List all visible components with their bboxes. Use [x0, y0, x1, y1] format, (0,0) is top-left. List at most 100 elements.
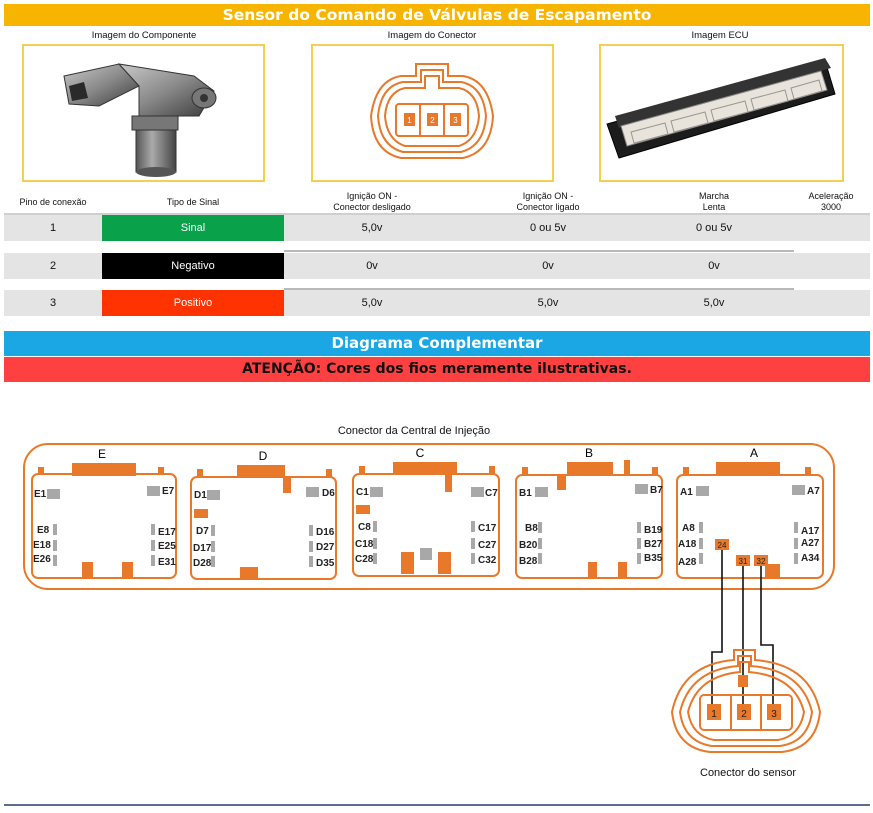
header-divider [4, 213, 870, 215]
connector-image: 1 2 3 [311, 44, 554, 182]
header-ign-on-line1: Ignição ON - [522, 191, 574, 201]
connector-block-a: A A1 A7 A8 A17 A18 A27 A28 A34 24 31 32 [676, 446, 824, 579]
pin-label: E25 [158, 541, 176, 552]
pin-label: C28 [355, 554, 374, 565]
pin-label: A7 [807, 486, 820, 497]
signal-badge-positivo: Positivo [102, 290, 284, 316]
signal-badge-negativo: Negativo [102, 253, 284, 279]
connector-image-caption: Imagem do Conector [387, 30, 477, 41]
pin-label: A17 [801, 526, 820, 537]
pin-label: B28 [519, 556, 538, 567]
pin-label: A18 [678, 539, 697, 550]
pin-label: A28 [678, 557, 697, 568]
pin-number: 1 [49, 222, 57, 234]
signal-badge-sinal: Sinal [102, 215, 284, 241]
header-idle: Marcha Lenta [636, 191, 792, 213]
pin-label: E26 [33, 554, 51, 565]
header-accel-line1: Aceleração [808, 191, 854, 201]
page-title: Sensor do Comando de Válvulas de Escapam… [4, 4, 870, 26]
block-letter: C [416, 446, 425, 460]
pin-label: B19 [644, 525, 663, 536]
sensor-connector-caption: Conector do sensor [700, 767, 796, 779]
ecu-image-caption: Imagem ECU [691, 30, 749, 41]
block-letter: E [98, 447, 106, 461]
connector-pin-label: 1 [407, 116, 412, 125]
connector-pin-label: 3 [453, 116, 458, 125]
ecu-image [599, 44, 844, 182]
header-idle-line1: Marcha [698, 191, 729, 201]
header-accel-line2: 3000 [820, 202, 842, 212]
ecu-connector-outline [23, 443, 835, 590]
pin-label: D27 [316, 542, 335, 553]
used-pin-label: 32 [757, 557, 766, 566]
row-divider [284, 250, 794, 252]
component-image [22, 44, 265, 182]
used-pin-label: 31 [739, 557, 748, 566]
pin-label: E17 [158, 527, 176, 538]
sensor-connector: 1 2 3 [670, 649, 822, 753]
ign-on-value: 5,0v [537, 297, 559, 309]
ign-off-value: 5,0v [361, 297, 383, 309]
pin-label: B1 [519, 488, 532, 499]
ign-off-value: 5,0v [361, 222, 383, 234]
ecu-connector-diagram: E E1 E7 E8 E17 E18 E25 E26 E31 D D1 [23, 443, 835, 753]
idle-value: 0 ou 5v [695, 222, 733, 234]
connector-pin-label: 2 [430, 116, 435, 125]
pin-label: D35 [316, 558, 335, 569]
pin-number: 2 [49, 260, 57, 272]
pin-label: C8 [358, 522, 371, 533]
pin-label: B8 [525, 523, 538, 534]
connector-block-c: C C1 C7 C8 C17 C18 C27 C28 C32 [352, 446, 500, 577]
pin-label: E31 [158, 557, 176, 568]
pin-label: D17 [193, 543, 212, 554]
bottom-divider [4, 804, 870, 806]
connector-block-b: B B1 B7 B8 B19 B20 B27 B28 B35 [515, 446, 663, 579]
block-letter: D [259, 449, 268, 463]
header-idle-line2: Lenta [702, 202, 726, 212]
pin-label: E1 [34, 489, 47, 500]
header-signal-type: Tipo de Sinal [166, 197, 220, 207]
pin-label: B27 [644, 539, 663, 550]
idle-value: 0v [708, 260, 720, 272]
header-accel: Aceleração 3000 [792, 191, 870, 213]
pin-label: A27 [801, 538, 820, 549]
pin-label: B20 [519, 540, 538, 551]
used-pin-label: 24 [718, 541, 727, 550]
header-ign-off-line2: Conector desligado [333, 202, 411, 212]
pin-label: A1 [680, 487, 693, 498]
pin-label: E18 [33, 540, 51, 551]
row-divider [284, 288, 794, 290]
sensor-photo-illustration [63, 63, 217, 177]
wiring [711, 550, 774, 712]
diagram-title: Diagrama Complementar [4, 331, 870, 356]
ign-off-value: 0v [366, 260, 378, 272]
pin-label: E7 [162, 486, 175, 497]
pin-label: D16 [316, 527, 335, 538]
pin-label: C17 [478, 523, 497, 534]
pin-label: D7 [196, 526, 209, 537]
pin-label: B35 [644, 553, 663, 564]
header-pin: Pino de conexão [19, 197, 87, 207]
pin-label: D6 [322, 488, 335, 499]
block-letter: A [750, 446, 758, 460]
ign-on-value: 0v [542, 260, 554, 272]
pin-label: B7 [650, 485, 663, 496]
header-ign-off-line1: Ignição ON - [346, 191, 398, 201]
header-ign-off: Ignição ON - Conector desligado [284, 191, 460, 213]
ign-on-value: 0 ou 5v [529, 222, 567, 234]
warning-banner: ATENÇÃO: Cores dos fios meramente ilustr… [4, 357, 870, 382]
connector-drawing: 1 2 3 [369, 63, 495, 159]
pin-label: C7 [485, 488, 498, 499]
block-letter: B [585, 446, 593, 460]
sensor-pin-label: 1 [711, 709, 717, 720]
idle-value: 5,0v [703, 297, 725, 309]
pin-label: E8 [37, 525, 50, 536]
header-ign-on: Ignição ON - Conector ligado [460, 191, 636, 213]
sensor-pin-label: 3 [771, 709, 777, 720]
pin-label: D1 [194, 490, 207, 501]
pin-label: C1 [356, 487, 369, 498]
pin-label: C32 [478, 555, 497, 566]
ecu-photo-illustration [606, 58, 836, 159]
sensor-pin-label: 2 [741, 709, 747, 720]
header-ign-on-line2: Conector ligado [516, 202, 580, 212]
